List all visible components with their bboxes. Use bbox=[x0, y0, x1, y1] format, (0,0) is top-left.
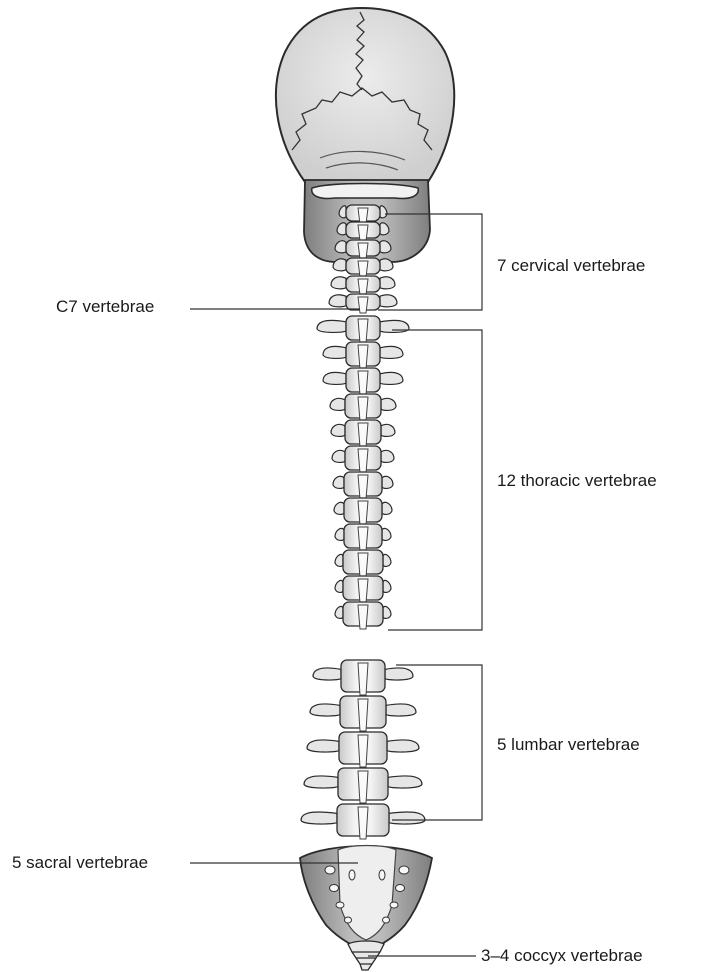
vertebra-lumbar-5 bbox=[301, 804, 425, 839]
atlas bbox=[312, 184, 419, 199]
label-cervical: 7 cervical vertebrae bbox=[497, 256, 645, 276]
vertebra-thoracic-11 bbox=[335, 576, 391, 603]
vertebra-lumbar-3 bbox=[307, 732, 419, 767]
vertebra-thoracic-3 bbox=[323, 368, 403, 395]
vertebra-thoracic-12 bbox=[335, 602, 391, 629]
label-sacral: 5 sacral vertebrae bbox=[12, 853, 148, 873]
vertebra-thoracic-5 bbox=[331, 420, 395, 447]
label-coccyx: 3–4 coccyx vertebrae bbox=[481, 946, 643, 966]
vertebra-thoracic-7 bbox=[333, 472, 393, 499]
vertebra-thoracic-4 bbox=[330, 394, 396, 421]
vertebra-lumbar-4 bbox=[304, 768, 422, 803]
vertebra-thoracic-2 bbox=[323, 342, 403, 369]
vertebra-thoracic-9 bbox=[335, 524, 391, 551]
vertebra-cervical-6 bbox=[331, 276, 395, 295]
label-c7: C7 vertebrae bbox=[56, 297, 154, 317]
skull-outline bbox=[276, 8, 454, 182]
label-lumbar: 5 lumbar vertebrae bbox=[497, 735, 640, 755]
vertebra-cervical-5 bbox=[333, 258, 393, 277]
label-thoracic: 12 thoracic vertebrae bbox=[497, 471, 657, 491]
vertebra-thoracic-6 bbox=[332, 446, 394, 473]
vertebral-column bbox=[301, 205, 425, 839]
sacrum bbox=[300, 846, 432, 971]
thoracic-bracket bbox=[388, 330, 482, 630]
vertebra-thoracic-8 bbox=[334, 498, 392, 525]
vertebra-lumbar-2 bbox=[310, 696, 416, 731]
vertebra-thoracic-10 bbox=[335, 550, 391, 577]
